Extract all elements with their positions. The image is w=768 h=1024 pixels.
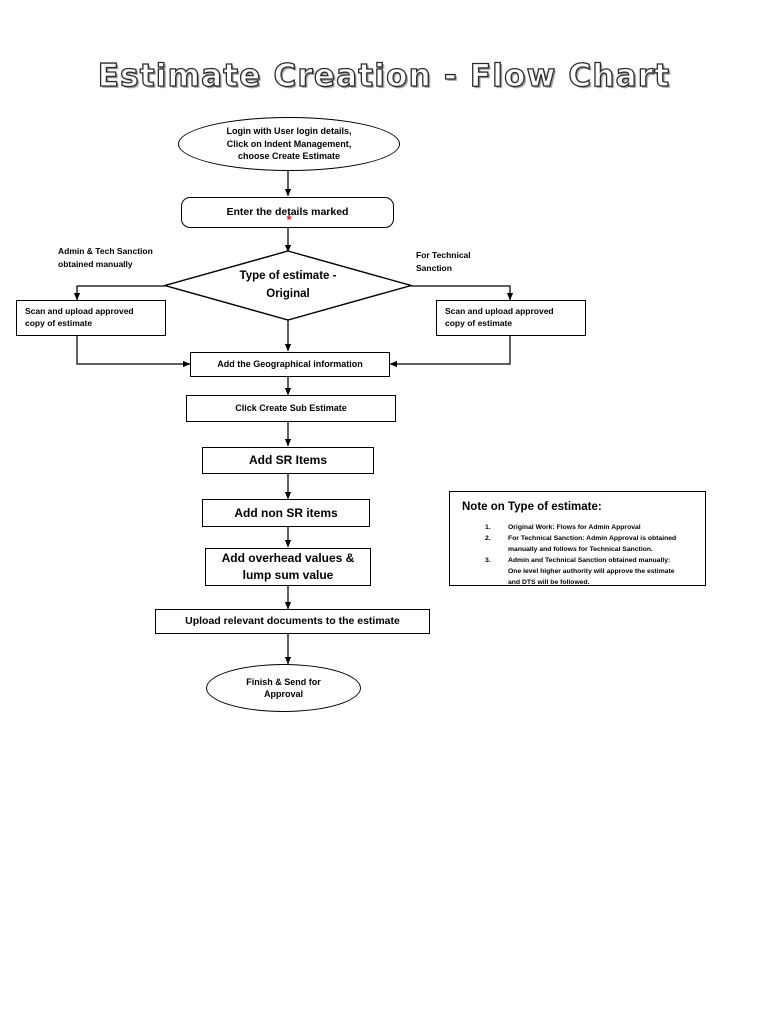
finish-line-2: Approval bbox=[263, 689, 303, 699]
note-title: Note on Type of estimate: bbox=[462, 501, 602, 513]
note-item-3-line-2: One level higher authority will approve … bbox=[508, 568, 675, 575]
note-item-text: Original Work: Flows for Admin Approval bbox=[508, 522, 695, 533]
decision-line-2: Original bbox=[266, 287, 310, 300]
note-item-2-line-2: manually and follows for Technical Sanct… bbox=[508, 546, 653, 553]
node-enter-details[interactable]: Enter the details marked* bbox=[181, 197, 394, 228]
overhead-line-2: lump sum value bbox=[242, 568, 334, 582]
note-item-text: Admin and Technical Sanction obtained ma… bbox=[508, 555, 695, 588]
scan-left-line-1: Scan and upload approved bbox=[25, 306, 134, 317]
branch-right-line-2: Sanction bbox=[416, 263, 452, 274]
node-start-login[interactable]: Login with User login details, Click on … bbox=[178, 117, 400, 171]
scan-right-line-2: copy of estimate bbox=[445, 318, 513, 328]
note-item-1-line-1: Original Work: Flows for Admin Approval bbox=[508, 524, 641, 531]
start-line-1: Login with User login details, bbox=[226, 126, 352, 137]
node-scan-upload-left[interactable]: Scan and upload approved copy of estimat… bbox=[16, 300, 166, 336]
node-decision-type-of-estimate[interactable]: Type of estimate - Original bbox=[164, 250, 412, 321]
node-add-overhead-values[interactable]: Add overhead values & lump sum value bbox=[205, 548, 371, 586]
decision-label: Type of estimate - Original bbox=[240, 268, 337, 303]
enter-details-label: Enter the details marked bbox=[226, 206, 349, 219]
start-line-2: Click on Indent Management, bbox=[226, 138, 352, 149]
branch-left-line-2: obtained manually bbox=[58, 259, 133, 270]
note-item-number: 2. bbox=[485, 535, 491, 542]
branch-label-right: For Technical Sanction bbox=[416, 249, 471, 275]
note-item-3-line-3: and DTS will be followed. bbox=[508, 579, 590, 586]
connector-decision-left bbox=[73, 285, 165, 301]
branch-right-line-1: For Technical bbox=[416, 250, 471, 260]
start-line-3: choose Create Estimate bbox=[237, 151, 341, 162]
node-add-sr-items[interactable]: Add SR Items bbox=[202, 447, 374, 474]
overhead-line-1: Add overhead values & bbox=[221, 551, 355, 566]
diamond-shape-icon bbox=[164, 250, 412, 321]
page-title: Estimate Creation - Flow Chart bbox=[97, 57, 671, 94]
decision-line-1: Type of estimate - bbox=[239, 270, 337, 283]
note-item-text: For Technical Sanction: Admin Approval i… bbox=[508, 533, 695, 555]
note-item-3-line-1: Admin and Technical Sanction obtained ma… bbox=[508, 557, 671, 564]
connector-decision-right bbox=[411, 285, 514, 301]
node-add-geographical-information[interactable]: Add the Geographical information bbox=[190, 352, 390, 377]
note-item-2-line-1: For Technical Sanction: Admin Approval i… bbox=[508, 535, 677, 542]
note-item-number: 1. bbox=[485, 524, 491, 531]
connector-left-scan-to-geo bbox=[76, 336, 191, 368]
enter-details-label-row: Enter the details marked* bbox=[182, 205, 393, 225]
note-list-item: 1. Original Work: Flows for Admin Approv… bbox=[460, 522, 695, 533]
branch-left-line-1: Admin & Tech Sanction bbox=[58, 246, 153, 256]
node-add-non-sr-items[interactable]: Add non SR items bbox=[202, 499, 370, 527]
node-finish-send-for-approval[interactable]: Finish & Send for Approval bbox=[206, 664, 361, 712]
note-list: 1. Original Work: Flows for Admin Approv… bbox=[460, 522, 695, 588]
connector-right-scan-to-geo bbox=[389, 336, 511, 368]
node-scan-upload-right[interactable]: Scan and upload approved copy of estimat… bbox=[436, 300, 586, 336]
node-upload-relevant-documents[interactable]: Upload relevant documents to the estimat… bbox=[155, 609, 430, 634]
node-click-create-sub-estimate[interactable]: Click Create Sub Estimate bbox=[186, 395, 396, 422]
note-list-item: 2. For Technical Sanction: Admin Approva… bbox=[460, 533, 695, 555]
note-list-item: 3. Admin and Technical Sanction obtained… bbox=[460, 555, 695, 588]
note-box: Note on Type of estimate: 1. Original Wo… bbox=[449, 491, 706, 586]
scan-left-line-2: copy of estimate bbox=[25, 318, 93, 328]
scan-right-line-1: Scan and upload approved bbox=[445, 306, 554, 317]
note-item-number: 3. bbox=[485, 557, 491, 564]
branch-label-left: Admin & Tech Sanction obtained manually bbox=[58, 245, 153, 271]
finish-line-1: Finish & Send for bbox=[246, 676, 321, 687]
